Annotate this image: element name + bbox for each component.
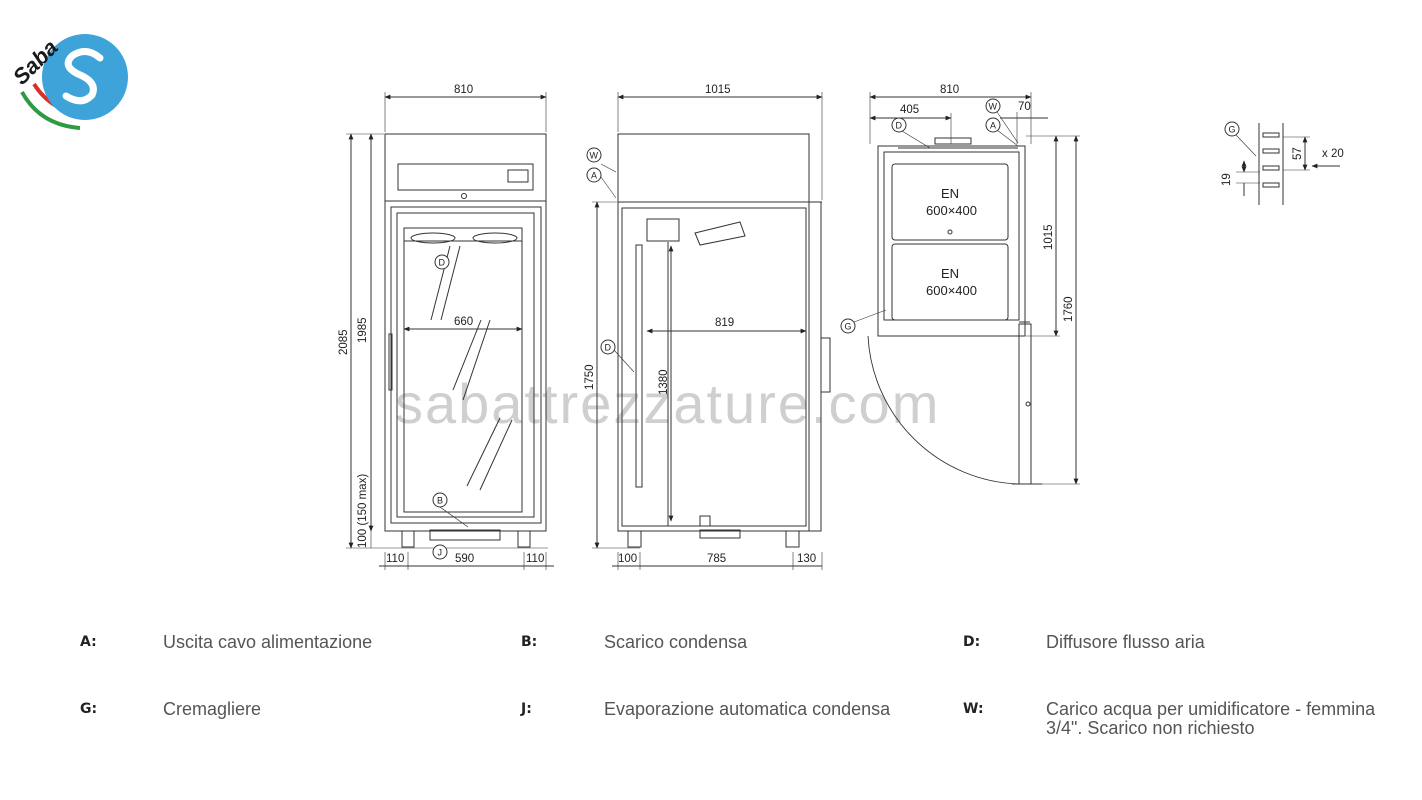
svg-text:A: A: [591, 171, 597, 181]
callout-j-front: J: [432, 544, 448, 560]
tray-2-label: EN: [941, 266, 959, 281]
svg-text:D: D: [439, 258, 446, 268]
rack-detail-labels: G 57 19 x 20: [1221, 121, 1344, 186]
svg-text:B: B: [437, 496, 443, 506]
legend-text-w: Carico acqua per umidificatore - femmina…: [1046, 699, 1376, 738]
front-body-height-dim: 1985: [357, 317, 369, 343]
svg-text:A: A: [990, 121, 996, 131]
side-depth-dim: 1015: [705, 84, 731, 96]
callout-d-front: D: [434, 254, 450, 270]
legend-key-w: W:: [963, 701, 984, 717]
top-rear-dim: 70: [1018, 101, 1031, 113]
front-total-height-dim: 2085: [338, 329, 350, 355]
front-between-feet-dim: 590: [455, 553, 474, 565]
side-height-dim: 1750: [584, 364, 596, 390]
side-rear-offset-dim: 130: [797, 553, 816, 565]
side-feet-span-dim: 785: [707, 553, 726, 565]
callout-a-top: A: [985, 117, 1001, 133]
svg-text:D: D: [605, 343, 612, 353]
callout-g-rack: G: [1224, 121, 1240, 137]
svg-text:D: D: [896, 121, 903, 131]
front-left-foot-dim: 110: [386, 553, 404, 565]
front-inner-width-dim: 660: [454, 316, 473, 328]
watermark-text: sabattrezzature.com: [395, 372, 940, 435]
svg-text:W: W: [989, 102, 998, 112]
tray-2-size: 600×400: [926, 283, 977, 298]
svg-text:G: G: [845, 322, 852, 332]
svg-text:W: W: [590, 151, 599, 161]
legend-text-g: Cremagliere: [163, 699, 262, 719]
legend-text-a: Uscita cavo alimentazione: [163, 632, 373, 652]
top-half-dim: 405: [900, 104, 919, 116]
saba-logo: Saba: [8, 34, 128, 130]
svg-text:J: J: [438, 548, 443, 558]
callout-d-top: D: [891, 117, 907, 133]
rack-pitch-dim: 57: [1292, 147, 1304, 160]
front-feet-height-dim: 100 (150 max): [357, 474, 369, 548]
legend-key-b: B:: [521, 634, 538, 650]
front-view-labels: 810 2085 1985 100 (150 max) 660 110 590 …: [338, 84, 544, 565]
front-right-foot-dim: 110: [526, 553, 544, 565]
front-view: [346, 92, 554, 570]
front-width-dim: 810: [454, 84, 473, 96]
side-inner-depth-dim: 819: [715, 317, 734, 329]
top-width-dim: 810: [940, 84, 959, 96]
legend-key-a: A:: [80, 634, 97, 650]
legend-text-d: Diffusore flusso aria: [1046, 632, 1205, 652]
side-inner-height-dim: 1380: [658, 369, 670, 395]
callout-w-top: W: [985, 98, 1001, 114]
legend-text-j: Evaporazione automatica condensa: [604, 699, 891, 719]
side-view-labels: 1015 1750 1380 819 100 785 130 W A D: [584, 84, 816, 565]
top-depth-dim: 1015: [1043, 224, 1055, 250]
top-door-open-dim: 1760: [1063, 296, 1075, 322]
rack-slot-dim: 19: [1221, 173, 1233, 186]
legend-key-g: G:: [80, 701, 98, 717]
tray-1-size: 600×400: [926, 203, 977, 218]
top-view: [853, 92, 1080, 485]
tray-1-label: EN: [941, 186, 959, 201]
legend-key-j: J:: [521, 701, 532, 717]
svg-text:G: G: [1229, 125, 1236, 135]
rack-detail: [1235, 123, 1340, 205]
side-front-offset-dim: 100: [618, 553, 637, 565]
callout-g-top: G: [840, 318, 856, 334]
top-view-labels: 810 405 70 1015 1760 EN 600×400 EN 600×4…: [840, 84, 1075, 334]
callout-d-side: D: [600, 339, 616, 355]
callout-w-side: W: [586, 147, 602, 163]
side-view: [592, 92, 831, 570]
legend-text-b: Scarico condensa: [604, 632, 748, 652]
legend-key-d: D:: [963, 634, 981, 650]
callout-b-front: B: [432, 492, 448, 508]
rack-count-label: x 20: [1322, 148, 1344, 160]
callout-a-side: A: [586, 167, 602, 183]
